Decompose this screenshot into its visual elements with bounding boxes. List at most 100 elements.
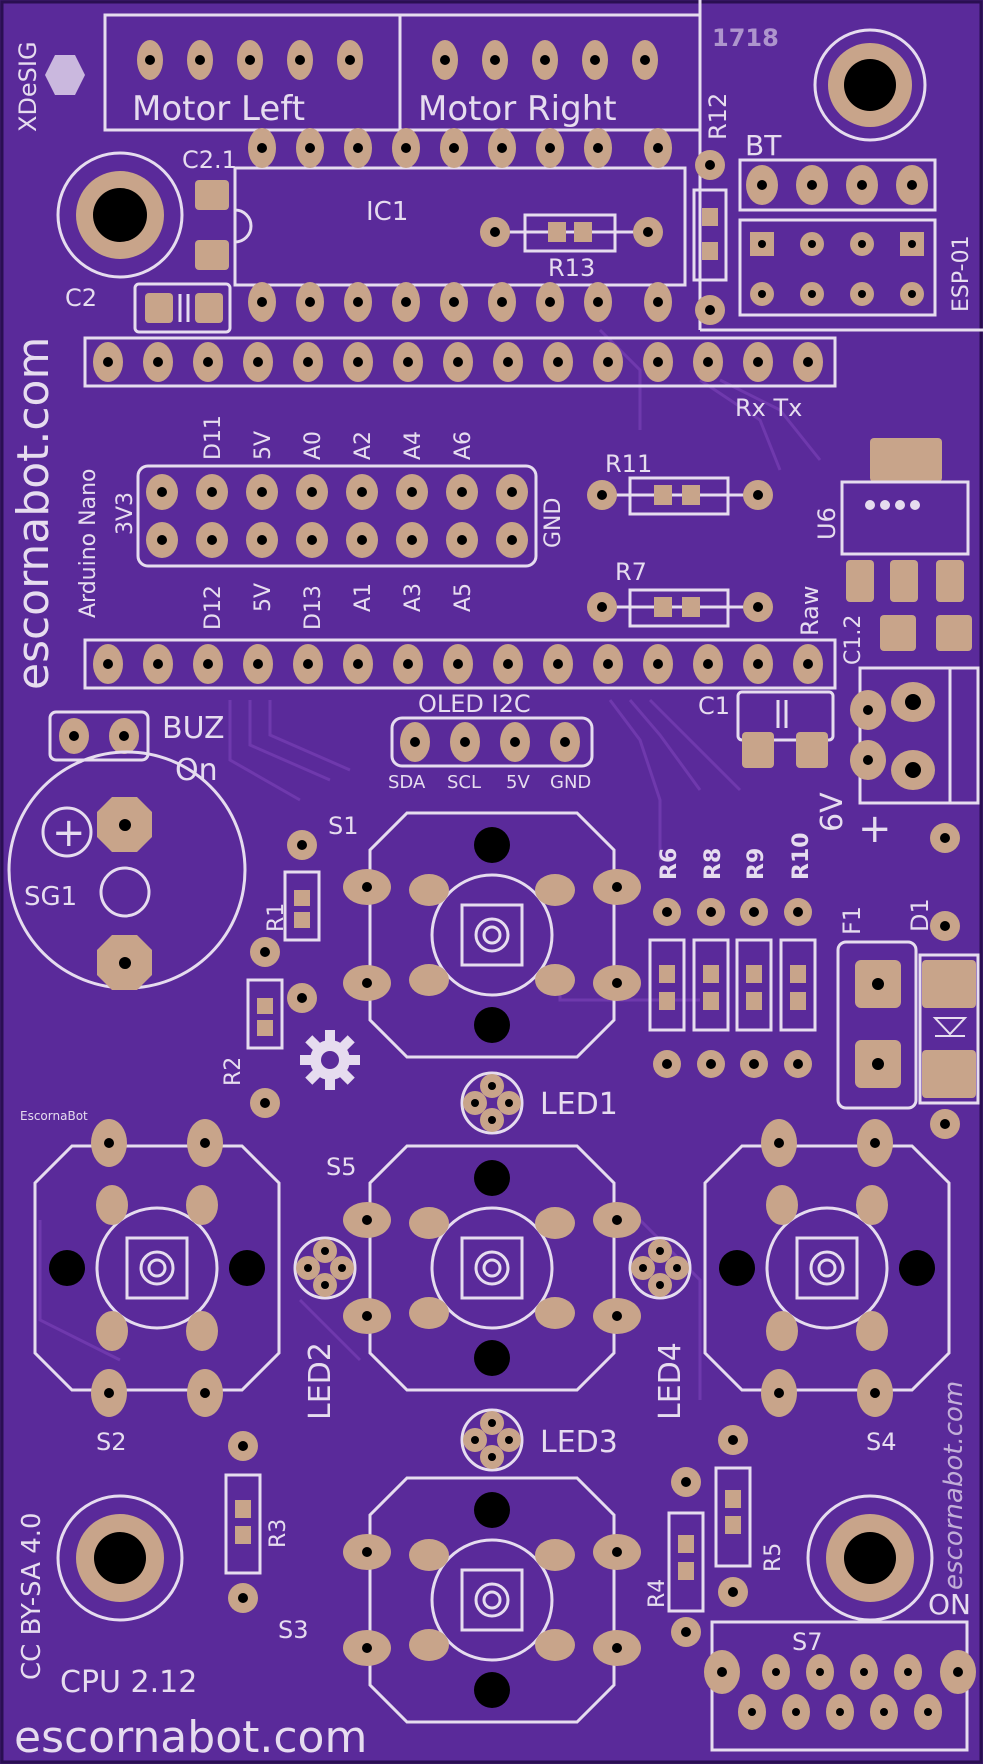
- r8-label: R8: [701, 848, 726, 880]
- pin-label-a3: A3: [401, 583, 426, 612]
- r11-label: R11: [605, 450, 652, 478]
- 6v-label: 6V: [815, 792, 850, 832]
- esp01-label: ESP-01: [949, 235, 974, 312]
- resistor-array-r6-r10: [648, 898, 817, 1078]
- c2-label: C2: [65, 284, 97, 312]
- r13-label: R13: [548, 254, 595, 282]
- led3-label: LED3: [540, 1425, 618, 1460]
- s2-label: S2: [96, 1428, 127, 1456]
- led3: [460, 1408, 524, 1472]
- xdesig-logo-icon: [45, 55, 85, 95]
- sg1-plus-icon: +: [52, 810, 86, 856]
- oled-label: OLED I2C: [418, 690, 531, 718]
- button-s4[interactable]: [703, 1119, 951, 1417]
- pin-label-a1: A1: [351, 583, 376, 612]
- ic1-pins: [248, 128, 672, 322]
- r6-label: R6: [657, 848, 682, 880]
- s4-label: S4: [866, 1428, 897, 1456]
- escornabot-small-label: EscornaBot: [20, 1109, 88, 1123]
- oled-sda-label: SDA: [388, 772, 426, 793]
- u6-outline: [840, 480, 970, 556]
- led2: [293, 1236, 357, 1300]
- pin-label-5v-bottom: 5V: [251, 583, 276, 612]
- r2-label: R2: [221, 1057, 246, 1086]
- mount-hole-outline-tr: [813, 28, 927, 142]
- mount-hole-br: [844, 1532, 896, 1584]
- pin-label-gnd: GND: [541, 498, 566, 548]
- button-s2[interactable]: [33, 1119, 281, 1417]
- mount-hole-tr: [844, 59, 896, 111]
- u6-tab-pad: [870, 438, 942, 482]
- r13-body: [523, 213, 617, 253]
- plus-label: +: [858, 806, 892, 852]
- rx-tx-label: Rx Tx: [735, 394, 802, 422]
- icsp-outline: [136, 464, 538, 568]
- pin-label-3v3: 3V3: [113, 492, 138, 535]
- r11-body: [628, 476, 730, 516]
- nano-header-bottom: [83, 638, 837, 690]
- ic1-notch: [234, 208, 253, 244]
- r1-label: R1: [264, 903, 289, 932]
- xdesig-label: XDeSIG: [14, 41, 42, 132]
- r4-label: R4: [645, 1579, 670, 1608]
- oled-scl-label: SCL: [447, 772, 481, 793]
- led1: [460, 1071, 524, 1135]
- s3-label: S3: [278, 1616, 309, 1644]
- nano-header-top-pins: [93, 342, 823, 382]
- ic1-label: IC1: [366, 197, 408, 227]
- power-terminal-outline: [858, 666, 980, 805]
- license-label: CC BY-SA 4.0: [17, 1512, 47, 1680]
- c1-outline: [736, 690, 835, 742]
- bt-label: BT: [745, 129, 782, 162]
- pin-label-a5: A5: [451, 583, 476, 612]
- r2-body: [246, 978, 284, 1050]
- d1-label: D1: [906, 898, 934, 932]
- esp01-outline: [738, 218, 937, 317]
- on-switch-label: ON: [928, 1588, 971, 1621]
- pin-label-d11: D11: [201, 415, 226, 460]
- c21-pad-bottom: [195, 240, 229, 270]
- r4-body: [667, 1511, 705, 1613]
- pin-label-d12: D12: [201, 585, 226, 630]
- button-s5[interactable]: [343, 1144, 641, 1392]
- mount-hole-outline-tl: [56, 151, 184, 279]
- mount-hole-outline-bl: [56, 1494, 184, 1622]
- r7-body: [628, 588, 730, 628]
- sg1-label: SG1: [24, 882, 77, 912]
- s1-label: S1: [328, 812, 359, 840]
- pin-label-a2: A2: [351, 431, 376, 460]
- r7-label: R7: [615, 558, 647, 586]
- button-s1[interactable]: [343, 811, 641, 1059]
- site-right-label: escornabot.com: [939, 1381, 969, 1590]
- d1-outline: [918, 953, 980, 1105]
- s5-label: S5: [326, 1153, 357, 1181]
- r5-label: R5: [761, 1543, 786, 1572]
- buz-jumper-outline: [48, 710, 150, 762]
- led2-label: LED2: [303, 1342, 338, 1420]
- r10-label: R10: [789, 832, 814, 880]
- motor-right-label: Motor Right: [418, 89, 617, 129]
- r9-label: R9: [744, 848, 769, 880]
- r3-body: [224, 1473, 262, 1575]
- f1-label: F1: [838, 906, 866, 935]
- nano-header-bottom-pins: [93, 644, 823, 684]
- button-s3[interactable]: [343, 1476, 641, 1724]
- r5-body: [714, 1466, 752, 1568]
- mount-hole-tl: [93, 188, 147, 242]
- motor-right-pins: [432, 40, 658, 80]
- c2-outline: [133, 282, 232, 334]
- pin-label-a0: A0: [301, 431, 326, 460]
- motor-left-pins: [137, 40, 363, 80]
- bt-outline: [738, 158, 937, 212]
- bt-header: [746, 165, 928, 205]
- switch-s7[interactable]: [704, 1650, 976, 1730]
- mount-hole-outline-br: [806, 1494, 934, 1622]
- motor-left-label: Motor Left: [132, 89, 305, 129]
- cpu-version-label: CPU 2.12: [60, 1665, 197, 1700]
- u6-label: U6: [813, 507, 841, 540]
- c1-label: C1: [698, 692, 730, 720]
- r1-body: [283, 870, 321, 942]
- arduino-nano-label: Arduino Nano: [76, 469, 101, 618]
- buz-label: BUZ: [162, 711, 225, 746]
